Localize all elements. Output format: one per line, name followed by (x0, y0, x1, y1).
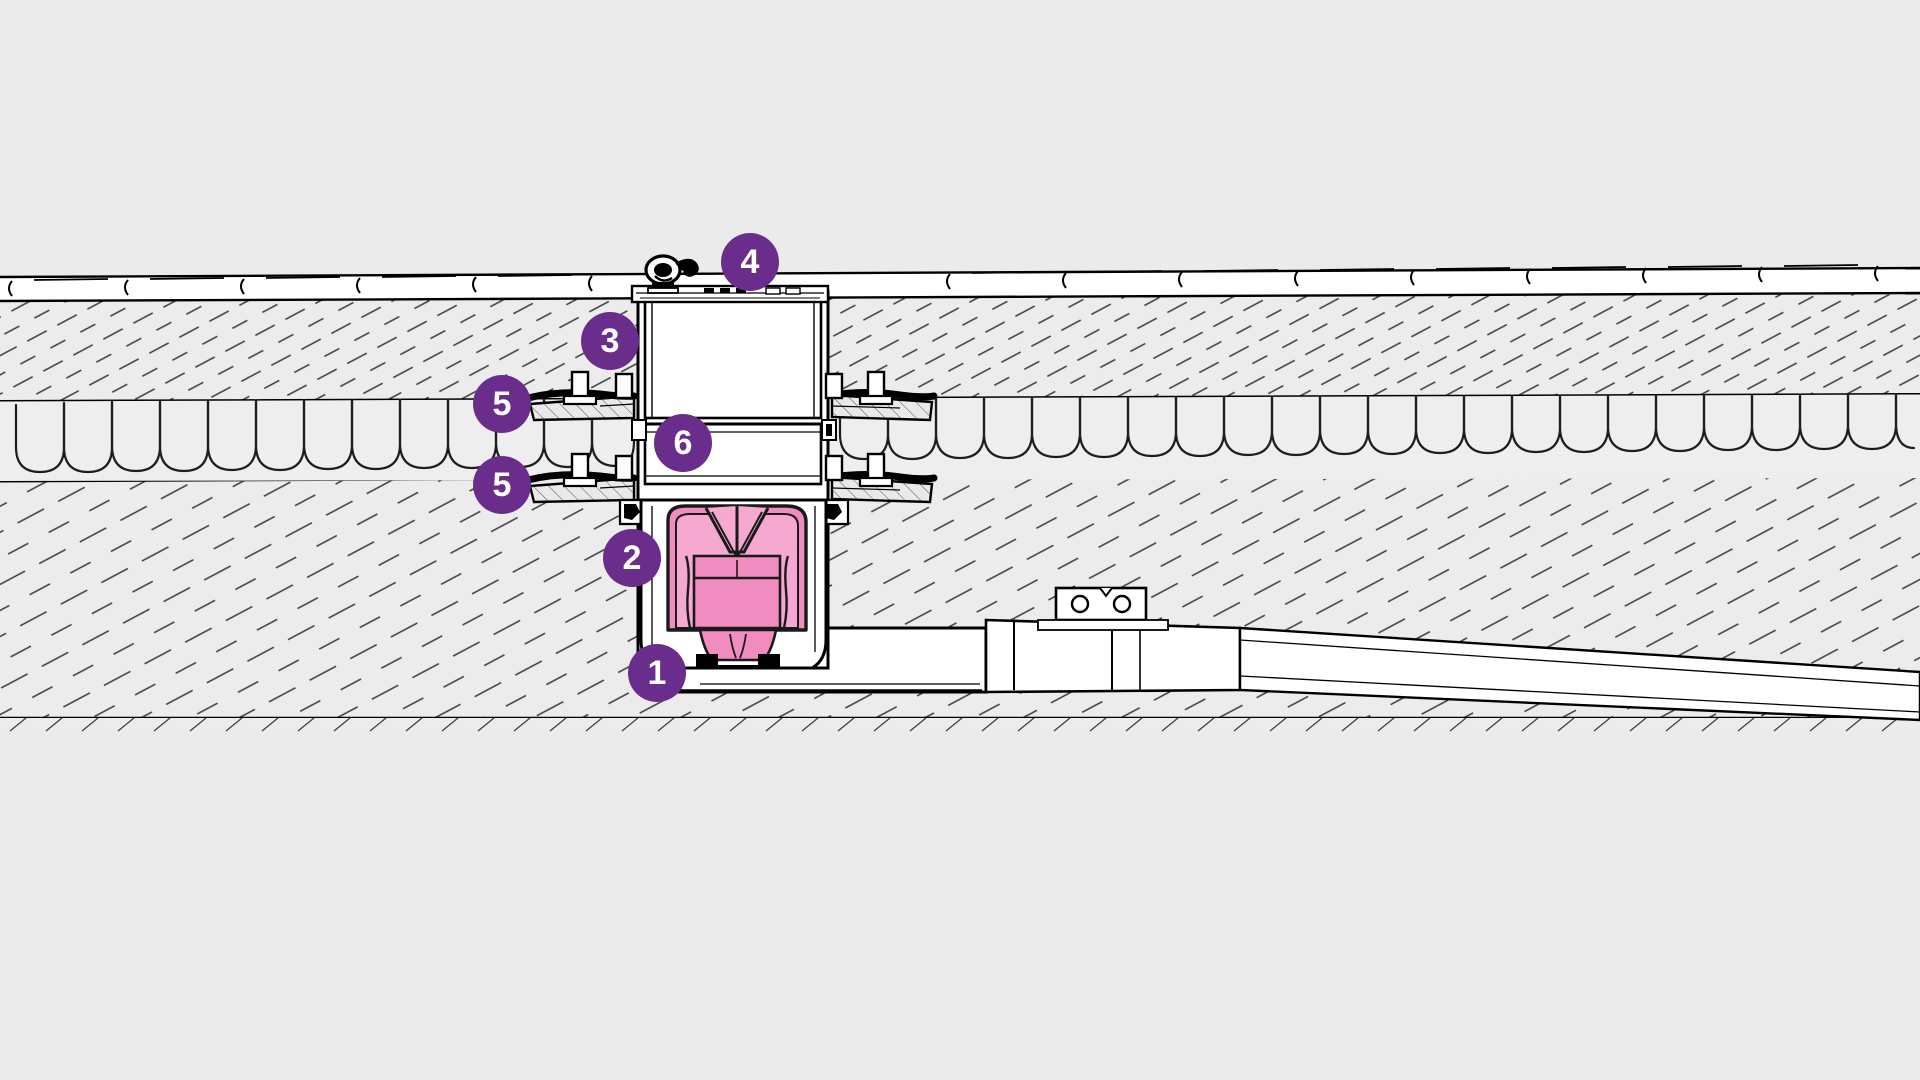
drain-outlet-pipe (654, 586, 1920, 722)
callout-badge-5-upper[interactable]: 5 (473, 375, 531, 433)
callout-badge-6-label: 6 (673, 424, 693, 462)
callout-badge-5-upper-label: 5 (492, 385, 512, 423)
layer-tile-course (0, 264, 1920, 303)
callout-badge-6[interactable]: 6 (654, 414, 712, 472)
waterproof-flange-lower-right (824, 452, 938, 504)
waterproof-flange-upper-left (524, 370, 638, 422)
odour-trap-insert (666, 504, 808, 662)
clamp-detail-right (820, 498, 850, 526)
callout-badge-5-lower-label: 5 (492, 466, 512, 504)
callout-badge-4[interactable]: 4 (721, 233, 779, 291)
callout-badge-3-label: 3 (600, 322, 620, 360)
layer-screed-upper (0, 290, 1920, 400)
trap-seal-right (758, 654, 780, 668)
callout-badge-1[interactable]: 1 (628, 644, 686, 702)
lifting-key-icon (644, 254, 699, 294)
drain-top-cover (630, 254, 830, 304)
callout-badge-3[interactable]: 3 (581, 312, 639, 370)
callout-badge-4-label: 4 (740, 243, 760, 281)
waterproof-flange-upper-right (824, 370, 938, 422)
drain-assembly (524, 254, 1920, 722)
base-hatch-band (0, 717, 1920, 732)
callout-badge-2-label: 2 (622, 539, 642, 577)
trap-seal-left (696, 654, 718, 668)
callout-badge-5-lower[interactable]: 5 (473, 456, 531, 514)
callout-badge-1-label: 1 (647, 654, 667, 692)
callout-badge-2[interactable]: 2 (603, 529, 661, 587)
